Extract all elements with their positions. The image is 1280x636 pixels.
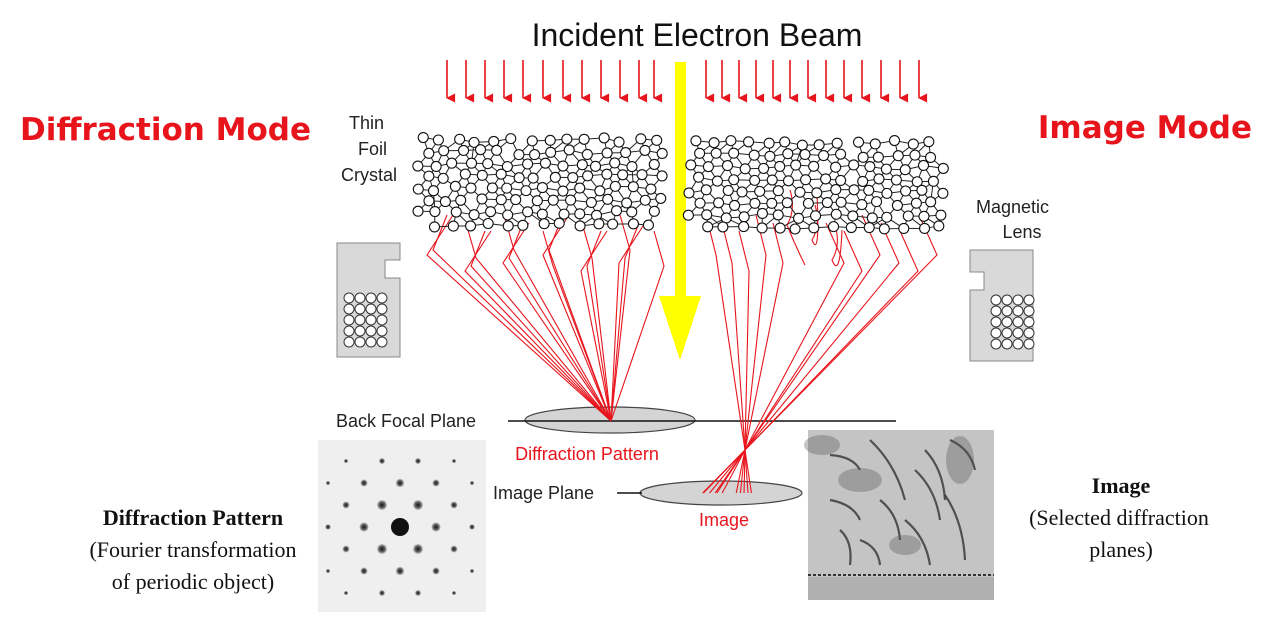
magnetic-lens-left-icon: [336, 242, 401, 358]
diffracted-ray: [580, 230, 612, 422]
image-caption-line: (Selected diffraction: [1029, 505, 1209, 530]
imaging-ray: [721, 222, 845, 494]
image-caption-line: planes): [1089, 537, 1153, 562]
image-mode-label: Image Mode: [1038, 110, 1252, 146]
diffracted-ray: [610, 222, 640, 422]
diffracted-ray: [610, 222, 646, 422]
title: Incident Electron Beam: [532, 17, 863, 53]
diffracted-ray: [470, 230, 612, 422]
lens-label-line: Magnetic: [976, 197, 1049, 217]
imaging-ray: [716, 230, 863, 494]
scattered-ray: [831, 224, 843, 267]
crystal-label: Thin Foil Crystal: [341, 113, 397, 185]
imaging-ray: [738, 230, 750, 494]
diffracted-ray: [581, 222, 612, 422]
diffraction-pattern-caption-title: Diffraction Pattern: [103, 505, 283, 530]
thin-foil-crystal-left: [412, 131, 668, 233]
diffracted-ray: [465, 222, 612, 422]
diffraction-pattern-red-label: Diffraction Pattern: [515, 444, 659, 464]
diffracted-ray: [464, 230, 612, 422]
diffraction-mode-label: Diffraction Mode: [20, 112, 311, 148]
diffracted-ray: [426, 214, 612, 422]
diffracted-ray: [586, 230, 612, 422]
imaging-ray: [735, 222, 784, 494]
diffraction-pattern-photo: [318, 440, 486, 612]
magnetic-lens-right-icon: [969, 249, 1035, 362]
diffracted-ray: [508, 222, 612, 422]
diffraction-pattern-caption-line: (Fourier transformation: [89, 537, 296, 562]
diffracted-ray: [542, 230, 612, 422]
thin-foil-crystal-right: [682, 134, 949, 235]
diffracted-ray: [548, 214, 612, 422]
imaging-ray: [721, 222, 749, 494]
crystal-label-line: Thin: [349, 113, 384, 133]
diffracted-ray: [610, 214, 631, 422]
diffracted-ray: [610, 230, 665, 422]
diffracted-ray: [432, 214, 612, 422]
image-plane-label: Image Plane: [493, 483, 594, 503]
lens-label-line: Lens: [1002, 222, 1041, 242]
diffracted-ray: [502, 222, 612, 422]
yellow-axis-arrow-icon: [659, 62, 701, 360]
back-focal-plane-label: Back Focal Plane: [336, 411, 476, 431]
image-caption-title: Image: [1092, 473, 1151, 498]
crystal-label-line: Foil: [358, 139, 387, 159]
lens-label: Magnetic Lens: [976, 197, 1054, 242]
imaging-ray: [709, 222, 900, 494]
diffraction-pattern-caption-line: of periodic object): [112, 569, 275, 594]
image-red-label: Image: [699, 510, 749, 530]
crystal-label-line: Crystal: [341, 165, 397, 185]
micrograph-image: [804, 430, 994, 600]
incident-beam-arrows: [446, 60, 928, 103]
